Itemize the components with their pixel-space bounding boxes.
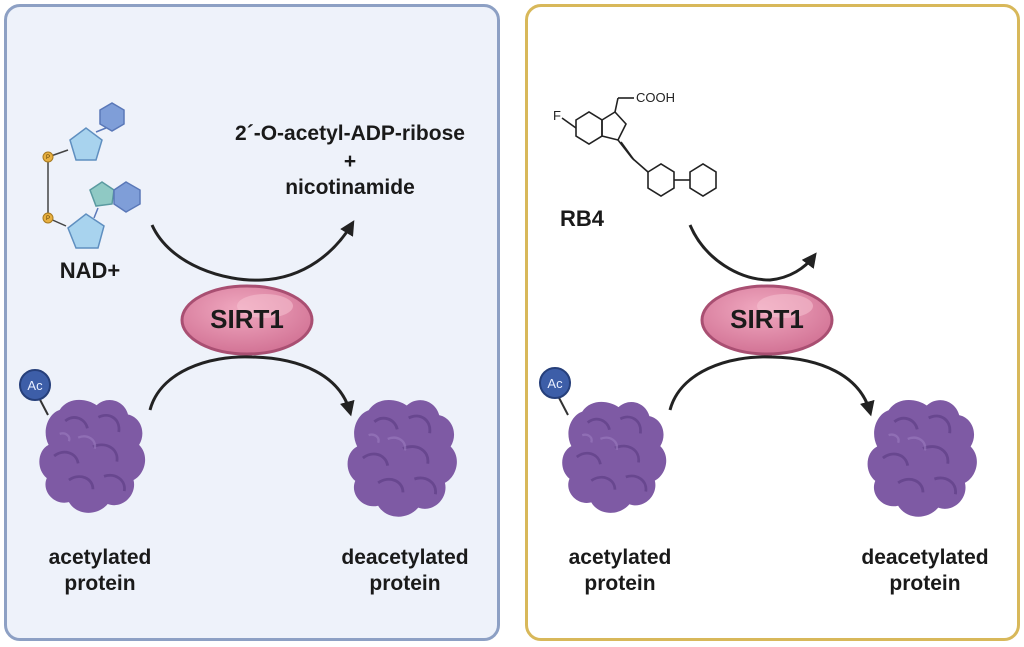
deacetylated-protein-shape	[346, 398, 459, 519]
sirt1-label-right: SIRT1	[730, 304, 804, 334]
products-line-2: +	[343, 150, 357, 173]
fluoro-label: F	[553, 108, 561, 123]
acetylated-label-2-right: protein	[584, 572, 656, 595]
deacetylated-label-1-right: deacetylated	[861, 546, 989, 569]
cooh-label: COOH	[636, 90, 675, 105]
nad-structure: P P	[42, 102, 141, 249]
acetylated-label-2: protein	[64, 572, 136, 595]
sirt1-enzyme-right	[700, 284, 834, 356]
acetylated-label-1: acetylated	[48, 546, 152, 569]
acetyl-group-icon	[19, 369, 51, 401]
deacetylated-label-1: deacetylated	[341, 546, 469, 569]
deacetylated-label-2-right: protein	[889, 572, 961, 595]
rb4-label: RB4	[560, 206, 605, 231]
acetylated-protein-shape	[37, 398, 147, 515]
deacetylated-protein-shape-right	[866, 398, 979, 519]
phosphate-icon: P	[46, 216, 50, 222]
acetyl-tag-right: Ac	[547, 376, 563, 391]
rb4-structure	[561, 97, 717, 197]
products-line-3: nicotinamide	[285, 176, 415, 199]
top-reaction-arrow-right	[688, 224, 817, 282]
deacetylated-label-2: protein	[369, 572, 441, 595]
nad-label: NAD+	[59, 258, 121, 283]
acetyl-tag: Ac	[27, 378, 43, 393]
acetylated-label-1-right: acetylated	[568, 546, 672, 569]
deacetylation-arrow-right	[668, 355, 875, 417]
top-reaction-arrow	[150, 220, 355, 282]
acetyl-group-icon-right	[539, 367, 571, 399]
sirt1-enzyme	[180, 284, 314, 356]
sirt1-label: SIRT1	[210, 304, 284, 334]
phosphate-icon: P	[46, 155, 50, 161]
products-line-1: 2´-O-acetyl-ADP-ribose	[235, 122, 465, 145]
deacetylation-arrow	[148, 355, 355, 417]
acetylated-protein-shape-right	[560, 400, 668, 515]
